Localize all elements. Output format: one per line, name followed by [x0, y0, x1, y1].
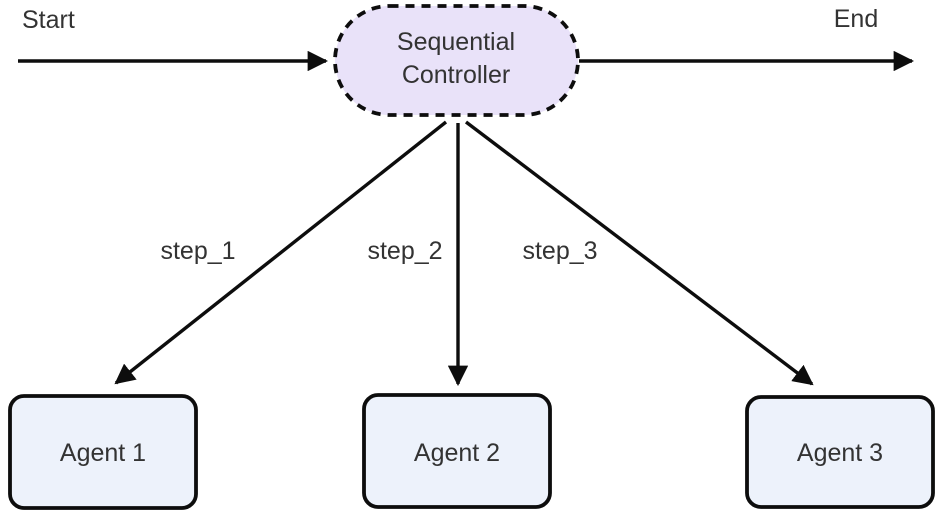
sequential-controller-label-line1: Sequential [397, 28, 515, 56]
agent-3-node: Agent 3 [745, 395, 935, 509]
agent-2-shape [362, 393, 552, 509]
agent-1-label: Agent 1 [60, 439, 146, 467]
sequential-controller-shape [333, 4, 580, 117]
edge-label-step-3: step_3 [522, 237, 597, 265]
agent-1-shape [8, 394, 198, 510]
edge-label-step-1: step_1 [160, 237, 235, 265]
agent-3-shape [745, 395, 935, 509]
edge-step-1 [114, 120, 448, 385]
sequential-controller-label-line2: Controller [402, 61, 510, 89]
end-label: End [834, 5, 878, 33]
agent-3-label: Agent 3 [797, 439, 883, 467]
agent-2-label: Agent 2 [414, 439, 500, 467]
edge-step-3 [464, 120, 814, 386]
sequential-controller-node: Sequential Controller [333, 4, 580, 117]
start-label: Start [22, 6, 75, 34]
edge-label-step-2: step_2 [367, 237, 442, 265]
agent-2-node: Agent 2 [362, 393, 552, 509]
agent-1-node: Agent 1 [8, 394, 198, 510]
